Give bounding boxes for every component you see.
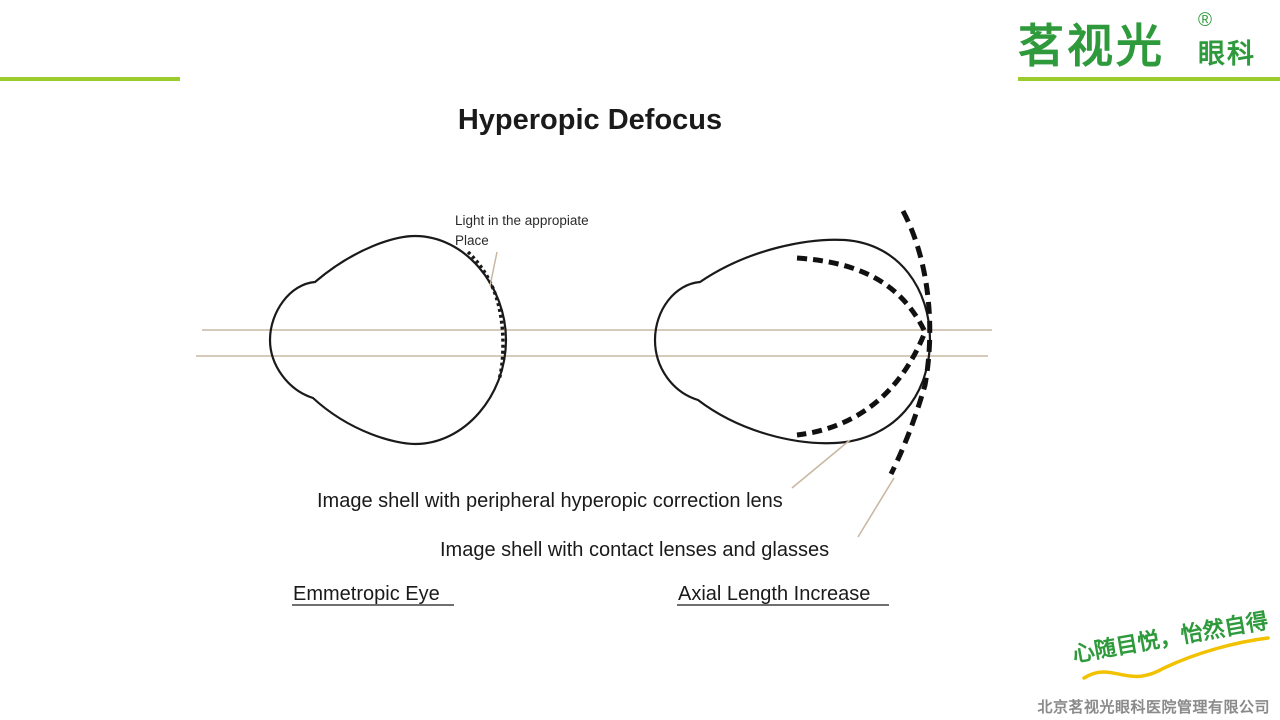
light-leader-line (489, 251, 498, 287)
elongated-eye-outline (653, 238, 932, 445)
brand-logo: 茗视光 ® 眼科 (1018, 10, 1280, 74)
header-rule-left (0, 77, 180, 81)
header-rule-right (1018, 77, 1280, 81)
correction-leader-line (791, 439, 851, 489)
registered-mark: ® (1198, 10, 1212, 31)
light-annotation-line-2: Place (455, 233, 489, 248)
contact-leader-line (857, 477, 895, 538)
contact-glasses-shell (888, 209, 933, 476)
slogan-swoosh (1082, 636, 1270, 680)
emmetropic-eye-label: Emmetropic Eye (293, 583, 440, 605)
footer-company: 北京茗视光眼科医院管理有限公司 (1037, 699, 1270, 716)
emmetropic-image-shell (466, 250, 505, 381)
contact-glasses-caption: Image shell with contact lenses and glas… (440, 539, 829, 561)
axial-length-label: Axial Length Increase (678, 583, 870, 605)
slogan-graphic: 心随目悦，怡然自得 (1071, 608, 1270, 680)
light-annotation: Light in the appropiate Place (455, 213, 592, 248)
brand-subtitle: 眼科 (1198, 39, 1256, 69)
peripheral-correction-shell (796, 255, 928, 438)
slogan-text: 心随目悦，怡然自得 (1071, 608, 1270, 667)
correction-lens-caption: Image shell with peripheral hyperopic co… (317, 490, 783, 512)
light-annotation-line-1: Light in the appropiate (455, 213, 589, 228)
slide-title: Hyperopic Defocus (457, 104, 723, 136)
emmetropic-eye-outline (268, 234, 508, 446)
brand-name: 茗视光 (1018, 20, 1165, 72)
